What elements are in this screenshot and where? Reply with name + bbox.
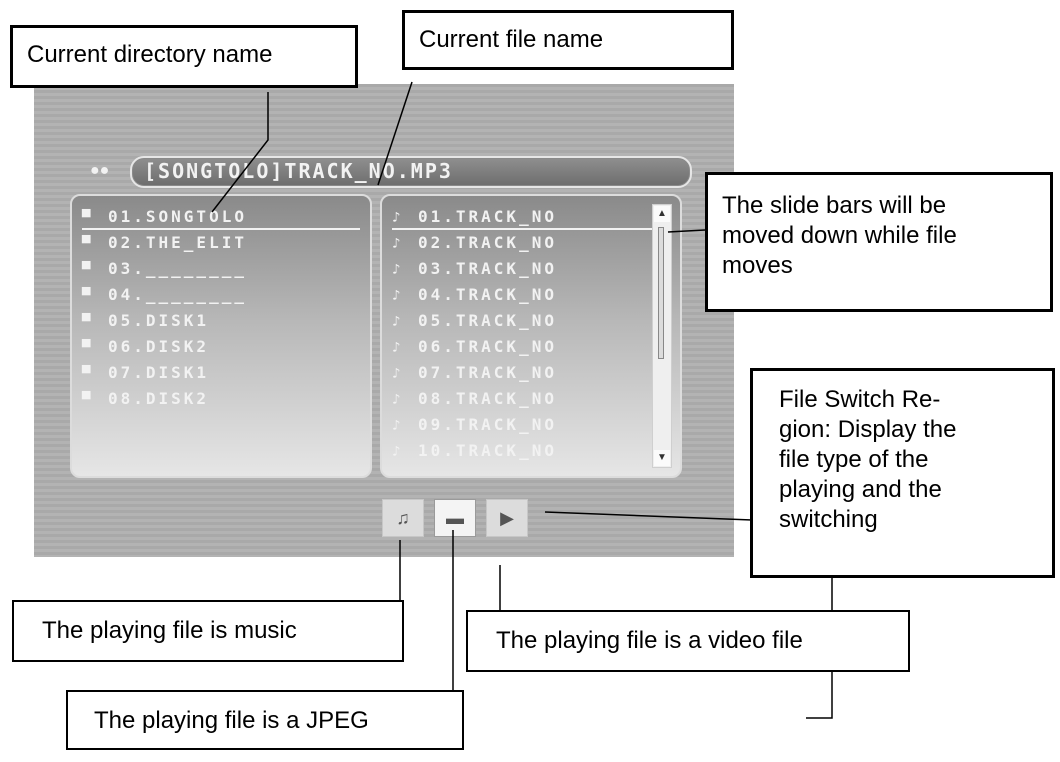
music-file-icon: ♪	[392, 314, 401, 330]
directory-item-label: 02.THE_ELIT	[108, 233, 247, 252]
file-item-label: 04.TRACK_NO	[418, 285, 557, 304]
callout-file-switch: File Switch Re- gion: Display the file t…	[750, 368, 1055, 578]
directory-item[interactable]: ▀ 05.DISK1	[82, 308, 360, 334]
callout-file-switch-line: playing and the	[779, 476, 942, 503]
callout-jpeg: The playing file is a JPEG	[66, 690, 464, 750]
callout-file-switch-line: File Switch Re-	[779, 386, 941, 413]
folder-icon: ▀	[82, 366, 91, 382]
callout-video-text: The playing file is a video file	[496, 627, 803, 654]
directory-item-label: 08.DISK2	[108, 389, 210, 408]
callout-slide-bars-line: moved down while file	[722, 222, 957, 249]
folder-icon: ▀	[82, 236, 91, 252]
file-item-label: 02.TRACK_NO	[418, 233, 557, 252]
directory-item[interactable]: ▀ 04.________	[82, 282, 360, 308]
callout-slide-bars-line: moves	[722, 252, 793, 279]
play-icon[interactable]: ▶	[486, 499, 528, 537]
callout-file-switch-line: file type of the	[779, 446, 929, 473]
directory-item[interactable]: ▀ 02.THE_ELIT	[82, 230, 360, 256]
scroll-up-icon[interactable]: ▲	[654, 206, 670, 222]
file-item-label: 09.TRACK_NO	[418, 415, 557, 434]
callout-current-directory: Current directory name	[10, 25, 358, 88]
music-file-icon: ♪	[392, 210, 401, 226]
folder-icon: ▀	[82, 288, 91, 304]
file-item[interactable]: ♪ 02.TRACK_NO	[392, 230, 670, 256]
osd-screen: ●● [SONGTOLO]TRACK_NO.MP3 ▀ 01.SONGTOLO ▀ 0…	[34, 84, 734, 557]
callout-file-switch-line: gion: Display the	[779, 416, 957, 443]
file-item-label: 01.TRACK_NO	[418, 207, 557, 226]
callout-slide-bars: The slide bars will be moved down while …	[705, 172, 1053, 312]
callout-file-switch-line: switching	[779, 506, 878, 533]
callout-jpeg-text: The playing file is a JPEG	[94, 707, 369, 734]
callout-video: The playing file is a video file	[466, 610, 910, 672]
directory-item-label: 03.________	[108, 259, 247, 278]
callout-current-file: Current file name	[402, 10, 734, 70]
file-panel: ♪ 01.TRACK_NO ♪ 02.TRACK_NO ♪ 03.TRACK_NO ♪ 04.…	[380, 194, 682, 478]
directory-panel: ▀ 01.SONGTOLO ▀ 02.THE_ELIT ▀ 03.________ ▀ 04.…	[70, 194, 372, 478]
file-item[interactable]: ♪ 09.TRACK_NO	[392, 412, 670, 438]
directory-item-label: 06.DISK2	[108, 337, 210, 356]
file-item[interactable]: ♪ 04.TRACK_NO	[392, 282, 670, 308]
disc-icon: ●●	[90, 162, 110, 179]
file-item[interactable]: ♪ 07.TRACK_NO	[392, 360, 670, 386]
directory-item[interactable]: ▀ 03.________	[82, 256, 360, 282]
current-file-title: [SONGTOLO]TRACK_NO.MP3	[144, 159, 453, 183]
folder-icon: ▀	[82, 340, 91, 356]
file-item-label: 06.TRACK_NO	[418, 337, 557, 356]
folder-icon: ▀	[82, 392, 91, 408]
folder-icon: ▀	[82, 262, 91, 278]
directory-item-label: 01.SONGTOLO	[108, 207, 247, 226]
file-item[interactable]: ♪ 10.TRACK_NO	[392, 438, 670, 464]
callout-slide-bars-line: The slide bars will be	[722, 192, 947, 219]
camera-icon[interactable]: ▬	[434, 499, 476, 537]
music-file-icon: ♪	[392, 340, 401, 356]
leader-line-file-switch	[544, 511, 753, 521]
callout-current-directory-text: Current directory name	[27, 41, 273, 68]
leader-line-slide-bars	[667, 229, 706, 233]
file-list: ♪ 01.TRACK_NO ♪ 02.TRACK_NO ♪ 03.TRACK_NO ♪ 04.…	[392, 204, 670, 464]
directory-item-label: 07.DISK1	[108, 363, 210, 382]
file-item-label: 03.TRACK_NO	[418, 259, 557, 278]
directory-item-label: 04.________	[108, 285, 247, 304]
callout-music-text: The playing file is music	[42, 617, 297, 644]
directory-item[interactable]: ▀ 06.DISK2	[82, 334, 360, 360]
callout-current-file-text: Current file name	[419, 26, 604, 53]
directory-item-label: 05.DISK1	[108, 311, 210, 330]
folder-icon: ▀	[82, 210, 91, 226]
file-item[interactable]: ♪ 08.TRACK_NO	[392, 386, 670, 412]
file-item-label: 10.TRACK_NO	[418, 441, 557, 460]
music-file-icon: ♪	[392, 418, 401, 434]
music-file-icon: ♪	[392, 262, 401, 278]
music-file-icon: ♪	[392, 366, 401, 382]
music-file-icon: ♪	[392, 288, 401, 304]
file-item[interactable]: ♪ 05.TRACK_NO	[392, 308, 670, 334]
title-bar	[130, 156, 692, 188]
scroll-down-icon[interactable]: ▼	[654, 450, 670, 466]
file-item[interactable]: ♪ 03.TRACK_NO	[392, 256, 670, 282]
music-note-icon[interactable]: ♫	[382, 499, 424, 537]
file-item[interactable]: ♪ 06.TRACK_NO	[392, 334, 670, 360]
directory-item[interactable]: ▀ 07.DISK1	[82, 360, 360, 386]
callout-music: The playing file is music	[12, 600, 404, 662]
file-item-label: 07.TRACK_NO	[418, 363, 557, 382]
music-file-icon: ♪	[392, 444, 401, 460]
directory-item[interactable]: ▀ 08.DISK2	[82, 386, 360, 412]
music-file-icon: ♪	[392, 236, 401, 252]
directory-item[interactable]: ▀ 01.SONGTOLO	[82, 204, 360, 230]
folder-icon: ▀	[82, 314, 91, 330]
leader-line-file	[377, 81, 413, 186]
directory-list: ▀ 01.SONGTOLO ▀ 02.THE_ELIT ▀ 03.________ ▀ 04.…	[82, 204, 360, 412]
file-item-label: 05.TRACK_NO	[418, 311, 557, 330]
music-file-icon: ♪	[392, 392, 401, 408]
scroll-thumb[interactable]	[658, 227, 664, 359]
scrollbar[interactable]: ▲ ▼	[652, 204, 672, 468]
file-item-label: 08.TRACK_NO	[418, 389, 557, 408]
file-item[interactable]: ♪ 01.TRACK_NO	[392, 204, 670, 230]
leader-line-directory	[211, 92, 269, 213]
